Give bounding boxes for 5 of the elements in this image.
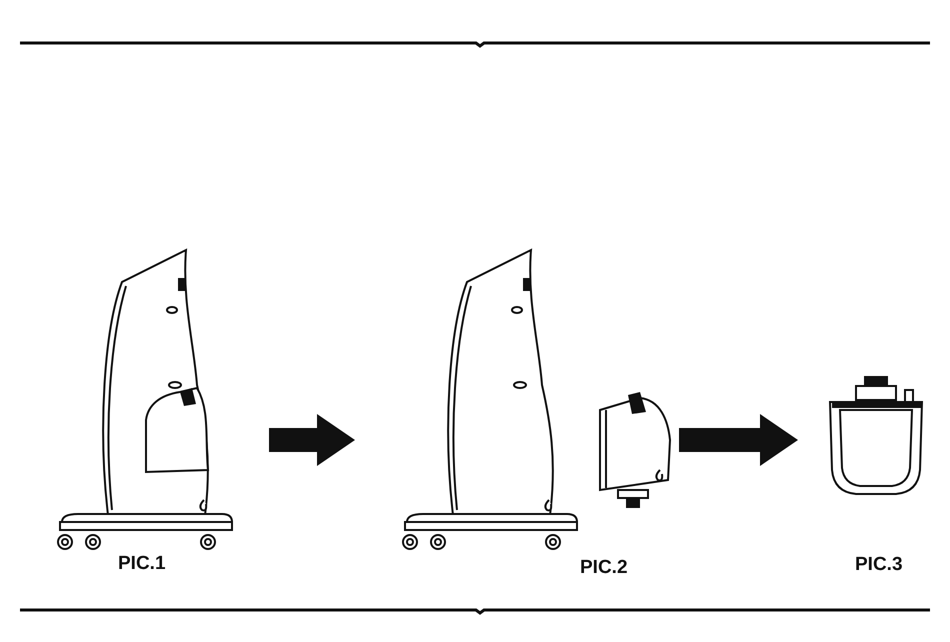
figure-caption: PIC.2 — [580, 557, 628, 579]
arrow — [679, 414, 798, 466]
figure-caption: PIC.1 — [118, 553, 166, 575]
figure-caption: PIC.3 — [855, 554, 903, 576]
arrow — [269, 414, 355, 466]
